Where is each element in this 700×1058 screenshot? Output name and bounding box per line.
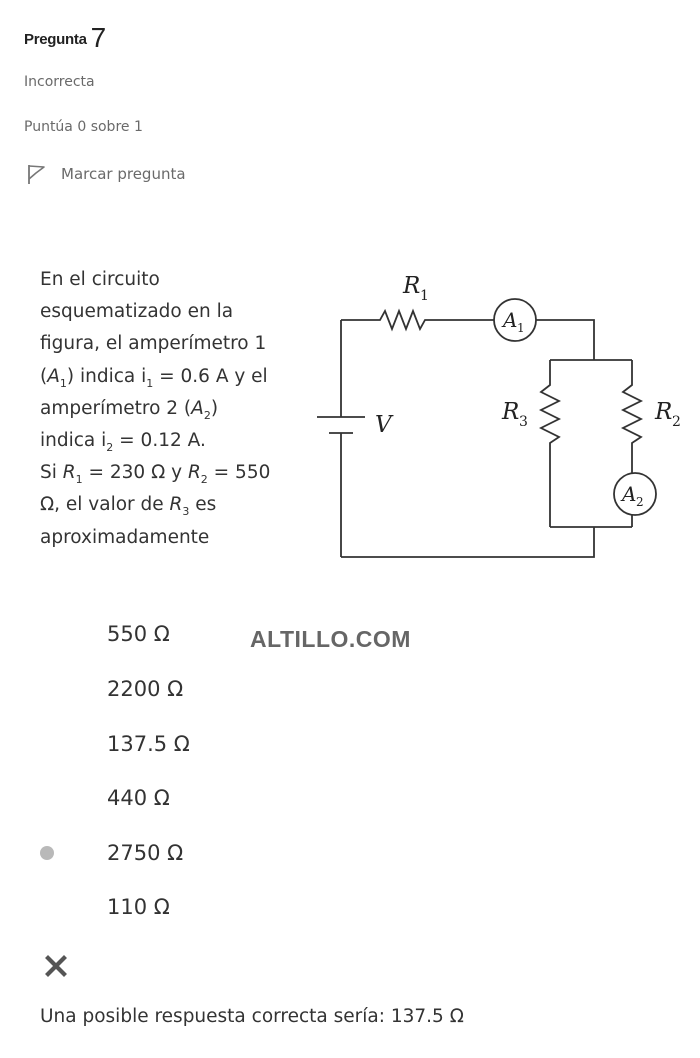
variable-a2: A [191, 397, 204, 419]
text-fragment: Si [40, 462, 63, 484]
answer-option-3[interactable]: 137.5 Ω [40, 722, 340, 766]
answer-label: 440 Ω [107, 786, 170, 810]
question-line: figura, el amperímetro 1 [40, 333, 267, 355]
a2-subscript: 2 [636, 495, 644, 509]
radio-button[interactable] [40, 627, 54, 641]
subscript: 2 [106, 441, 114, 455]
watermark: ALTILLO.COM [250, 626, 411, 652]
ammeter-a2: A 2 [613, 472, 657, 516]
ammeter-a1: A 1 [493, 298, 537, 342]
variable-r2: R [187, 462, 201, 484]
r3-label: R [501, 399, 519, 425]
text-fragment: ( [40, 365, 48, 387]
subscript: 1 [59, 376, 67, 390]
text-fragment: indica i [40, 430, 107, 452]
radio-button[interactable] [40, 682, 54, 696]
r1-label: R [402, 273, 420, 299]
subscript: 1 [146, 376, 154, 390]
circuit-wires [340, 308, 644, 558]
question-line: Ω, el valor de R3 es [40, 489, 310, 521]
answer-label: 2200 Ω [107, 677, 184, 701]
battery [317, 416, 365, 434]
v-label: V [375, 412, 394, 438]
text-fragment: ) [210, 397, 219, 419]
flag-icon [28, 165, 45, 184]
incorrect-x-icon [45, 955, 67, 977]
question-line: Si R1 = 230 Ω y R2 = 550 [40, 457, 310, 489]
text-fragment: ) indica i [66, 365, 147, 387]
correct-answer-feedback: Una posible respuesta correcta sería: 13… [40, 1006, 464, 1027]
flag-question-label: Marcar pregunta [61, 165, 186, 183]
radio-button[interactable] [40, 791, 54, 805]
text-fragment: = 230 Ω y [82, 462, 188, 484]
question-text: En el circuito esquematizado en la figur… [40, 264, 310, 554]
question-line: amperímetro 2 (A2) [40, 393, 310, 425]
question-line: En el circuito [40, 269, 160, 290]
question-number: 7 [90, 22, 107, 53]
text-fragment: = 550 [207, 462, 271, 484]
variable-r1: R [62, 462, 76, 484]
text-fragment: Ω, el valor de [40, 494, 170, 516]
radio-button[interactable] [40, 737, 54, 751]
text-fragment: es [189, 494, 217, 516]
text-fragment: = 0.6 A y el [153, 365, 268, 387]
question-state: Incorrecta [24, 74, 95, 90]
text-fragment: amperímetro 2 ( [40, 397, 192, 419]
r2-label: R [654, 399, 672, 425]
r1-subscript: 1 [420, 288, 429, 304]
answer-option-4[interactable]: 440 Ω [40, 776, 340, 820]
subscript: 1 [75, 473, 83, 487]
subscript: 2 [200, 473, 208, 487]
radio-button[interactable] [40, 900, 54, 914]
question-grade: Puntúa 0 sobre 1 [24, 119, 143, 135]
radio-button-selected[interactable] [40, 846, 54, 860]
answer-label: 110 Ω [107, 895, 170, 919]
variable-a1: A [47, 365, 60, 387]
question-line: esquematizado en la [40, 301, 234, 323]
text-fragment: = 0.12 A. [113, 430, 206, 452]
answer-option-2[interactable]: 2200 Ω [40, 667, 340, 711]
question-title-word: Pregunta [24, 31, 87, 48]
question-line: indica i2 = 0.12 A. [40, 425, 310, 457]
answer-option-6[interactable]: 110 Ω [40, 885, 340, 929]
answer-label: 137.5 Ω [107, 732, 190, 756]
a2-label: A [620, 482, 636, 506]
circuit-diagram: A 1 A 2 R 1 R 3 R 2 V [317, 273, 681, 558]
answer-option-5[interactable]: 2750 Ω [40, 831, 340, 875]
answer-label: 550 Ω [107, 622, 170, 646]
variable-r3: R [169, 494, 183, 516]
subscript: 3 [182, 505, 190, 519]
question-line: (A1) indica i1 = 0.6 A y el [40, 361, 310, 393]
r3-subscript: 3 [519, 414, 528, 430]
answer-label: 2750 Ω [107, 841, 184, 865]
r2-subscript: 2 [672, 414, 681, 430]
question-line: aproximadamente [40, 526, 210, 548]
a1-label: A [501, 308, 517, 332]
a1-subscript: 1 [517, 321, 525, 335]
answer-option-1[interactable]: 550 Ω [40, 612, 340, 656]
flag-question-link[interactable]: Marcar pregunta [24, 162, 186, 186]
subscript: 2 [203, 408, 211, 422]
